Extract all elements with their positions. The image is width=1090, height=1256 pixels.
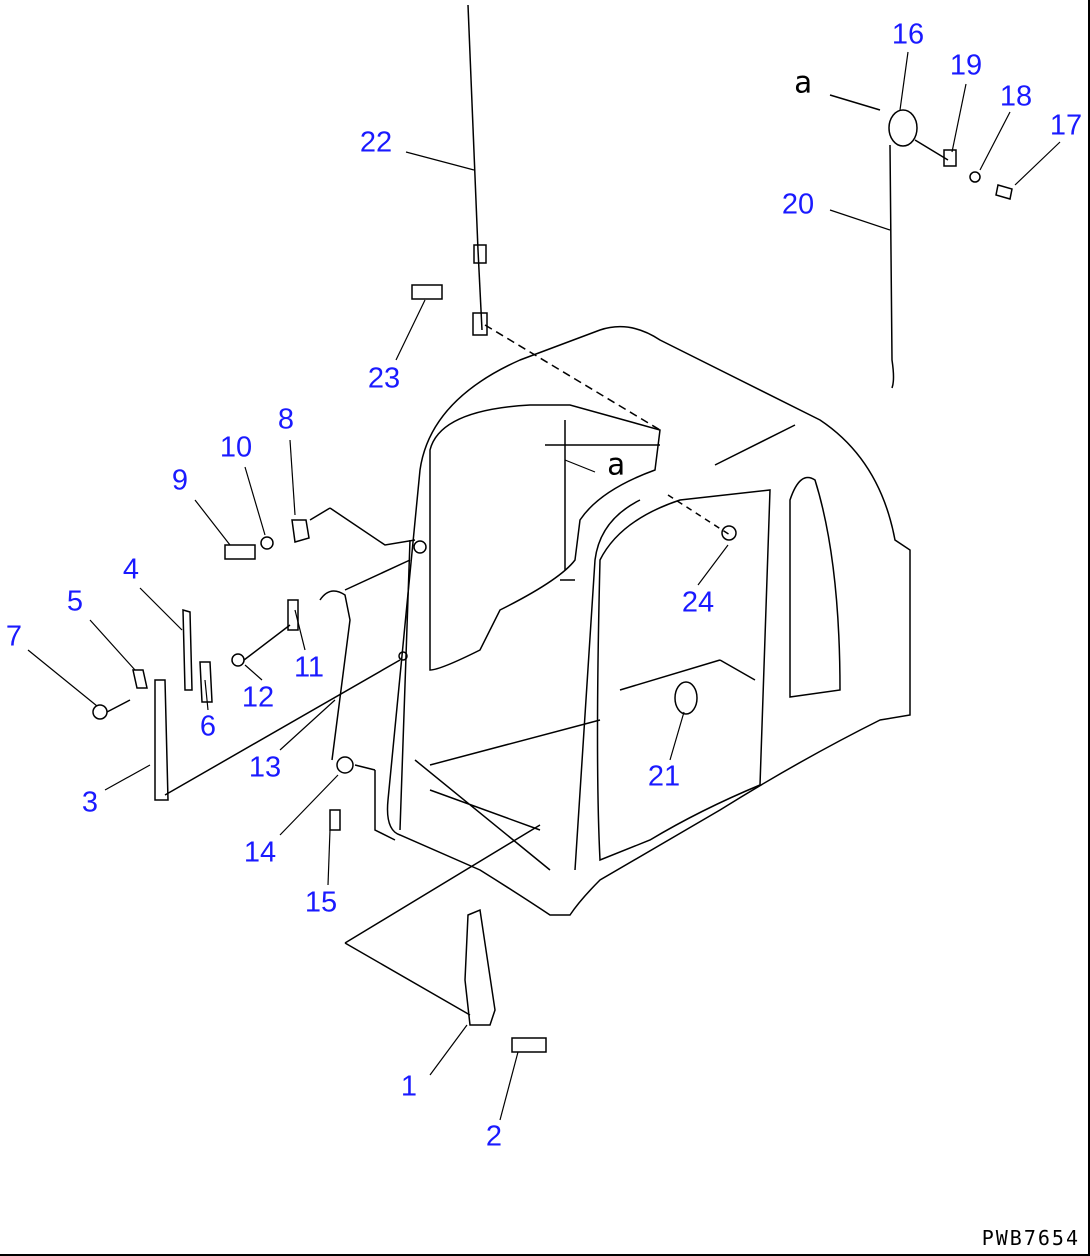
callout-10: 10 (219, 431, 253, 464)
callout-21: 21 (647, 760, 681, 793)
view-marker-a-cab: a (606, 447, 626, 483)
callout-8: 8 (277, 403, 295, 436)
washer-parts (224, 284, 737, 841)
callout-18: 18 (999, 80, 1033, 113)
callout-3: 3 (81, 786, 99, 819)
lamp-assembly (829, 94, 1013, 389)
callout-2: 2 (485, 1120, 503, 1153)
callout-6: 6 (199, 710, 217, 743)
callout-13: 13 (248, 751, 282, 784)
antenna (467, 4, 661, 431)
callout-7: 7 (5, 620, 23, 653)
callout-19: 19 (949, 49, 983, 82)
drawing-code: PWB7654 (981, 1226, 1080, 1250)
callout-22: 22 (359, 126, 393, 159)
leader-lines (27, 51, 1061, 1121)
callout-17: 17 (1049, 109, 1083, 142)
callout-24: 24 (681, 586, 715, 619)
callout-14: 14 (243, 836, 277, 869)
view-marker-a-top: a (793, 65, 813, 101)
callout-15: 15 (304, 886, 338, 919)
callout-16: 16 (891, 18, 925, 51)
callout-20: 20 (781, 188, 815, 221)
lower-bracket (344, 824, 547, 1053)
callout-4: 4 (122, 553, 140, 586)
wiper-assembly (92, 608, 401, 801)
callout-12: 12 (241, 681, 275, 714)
callout-9: 9 (171, 464, 189, 497)
cab-body (386, 325, 911, 916)
callout-5: 5 (66, 585, 84, 618)
callout-23: 23 (367, 362, 401, 395)
callout-1: 1 (400, 1070, 418, 1103)
callout-11: 11 (293, 651, 325, 684)
